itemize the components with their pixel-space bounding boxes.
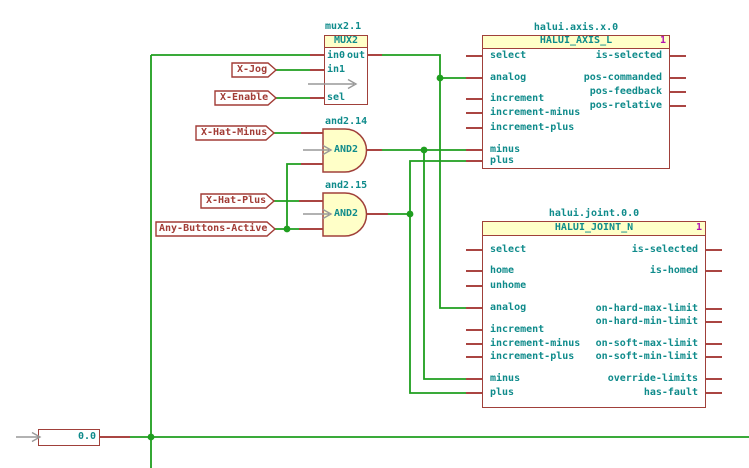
halui-joint-refdes: halui.joint.0.0 xyxy=(548,208,640,219)
constant-input-arrow-icon xyxy=(16,431,42,443)
joint-pin-on-soft-min-limit: on-soft-min-limit xyxy=(595,351,698,362)
junction-dots xyxy=(147,74,444,441)
joint-pin-on-hard-min-limit: on-hard-min-limit xyxy=(595,316,698,327)
joint-pin-override-limits: override-limits xyxy=(607,373,698,384)
joint-pin-plus: plus xyxy=(490,387,515,398)
net-label-any-buttons-active: Any-Buttons-Active xyxy=(159,223,268,234)
joint-pin-has-fault: has-fault xyxy=(643,387,698,398)
mux2-pin-out: out xyxy=(346,50,365,61)
and15-refdes: and2.15 xyxy=(325,180,368,191)
joint-pin-is-homed: is-homed xyxy=(649,265,698,276)
mux2-component-box xyxy=(324,35,368,105)
halui-joint-component-box xyxy=(482,221,706,408)
net-label-flag-x-hat-plus xyxy=(200,193,276,209)
mux-unused-pin-arrow-icon xyxy=(308,78,358,90)
pin-stubs xyxy=(100,54,722,438)
halui-axis-header-band xyxy=(483,36,669,49)
joint-pin-minus: minus xyxy=(490,373,521,384)
and15-gate-label: AND2 xyxy=(334,208,359,219)
net-label-x-enable: X-Enable xyxy=(220,92,269,103)
net-label-x-hat-plus: X-Hat-Plus xyxy=(206,195,267,206)
joint-pin-analog: analog xyxy=(490,302,527,313)
and14-gate-label: AND2 xyxy=(334,144,359,155)
joint-pin-home: home xyxy=(490,265,515,276)
halui-joint-header-label: HALUI_JOINT_N xyxy=(554,222,634,233)
axis-pin-analog: analog xyxy=(490,72,527,83)
direction-arrows xyxy=(16,78,358,443)
mux2-header-label: MUX2 xyxy=(333,35,359,46)
mux2-header-band xyxy=(325,36,367,48)
and-gate-2-15 xyxy=(322,192,368,237)
net-label-x-hat-minus: X-Hat-Minus xyxy=(201,127,268,138)
axis-pin-pos-feedback: pos-feedback xyxy=(589,86,662,97)
net-label-flag-x-jog xyxy=(231,62,278,78)
net-label-x-jog: X-Jog xyxy=(237,64,268,75)
constant-value-text: 0.0 xyxy=(77,431,96,442)
net-label-flags xyxy=(155,62,278,237)
joint-pin-is-selected: is-selected xyxy=(631,244,698,255)
halui-axis-instance-number: 1 xyxy=(659,35,666,46)
halui-axis-refdes: halui.axis.x.0 xyxy=(533,22,619,33)
joint-pin-unhome: unhome xyxy=(490,280,527,291)
net-label-flag-x-hat-minus xyxy=(195,125,276,141)
joint-pin-increment-plus: increment-plus xyxy=(490,351,575,362)
joint-pin-on-soft-max-limit: on-soft-max-limit xyxy=(595,338,698,349)
axis-pin-plus: plus xyxy=(490,155,515,166)
mux2-pin-in0: in0 xyxy=(327,50,346,61)
and14-input-arrow-icon xyxy=(303,144,333,156)
axis-pin-pos-relative: pos-relative xyxy=(589,100,662,111)
and-gate-2-14 xyxy=(322,128,368,173)
joint-pin-select: select xyxy=(490,244,527,255)
axis-pin-increment-plus: increment-plus xyxy=(490,122,575,133)
axis-pin-increment: increment xyxy=(490,93,545,104)
net-label-flag-any-buttons-active xyxy=(155,221,277,237)
mux2-pin-in1: in1 xyxy=(327,64,346,75)
axis-pin-select: select xyxy=(490,50,527,61)
axis-pin-pos-commanded: pos-commanded xyxy=(583,72,662,83)
halui-joint-header-band xyxy=(483,222,705,236)
halui-axis-header-label: HALUI_AXIS_L xyxy=(539,35,613,46)
axis-pin-is-selected: is-selected xyxy=(595,50,662,61)
joint-pin-increment-minus: increment-minus xyxy=(490,338,581,349)
joint-pin-on-hard-max-limit: on-hard-max-limit xyxy=(595,303,698,314)
mux2-refdes: mux2.1 xyxy=(325,21,362,32)
axis-pin-minus: minus xyxy=(490,144,521,155)
halui-axis-component-box xyxy=(482,35,670,169)
net-wires xyxy=(130,54,749,468)
mux2-pin-sel: sel xyxy=(327,92,346,103)
and14-refdes: and2.14 xyxy=(325,116,368,127)
joint-pin-increment: increment xyxy=(490,324,545,335)
axis-pin-increment-minus: increment-minus xyxy=(490,107,581,118)
net-label-flag-x-enable xyxy=(214,90,278,106)
and15-input-arrow-icon xyxy=(303,208,333,220)
halui-joint-instance-number: 1 xyxy=(695,222,702,233)
